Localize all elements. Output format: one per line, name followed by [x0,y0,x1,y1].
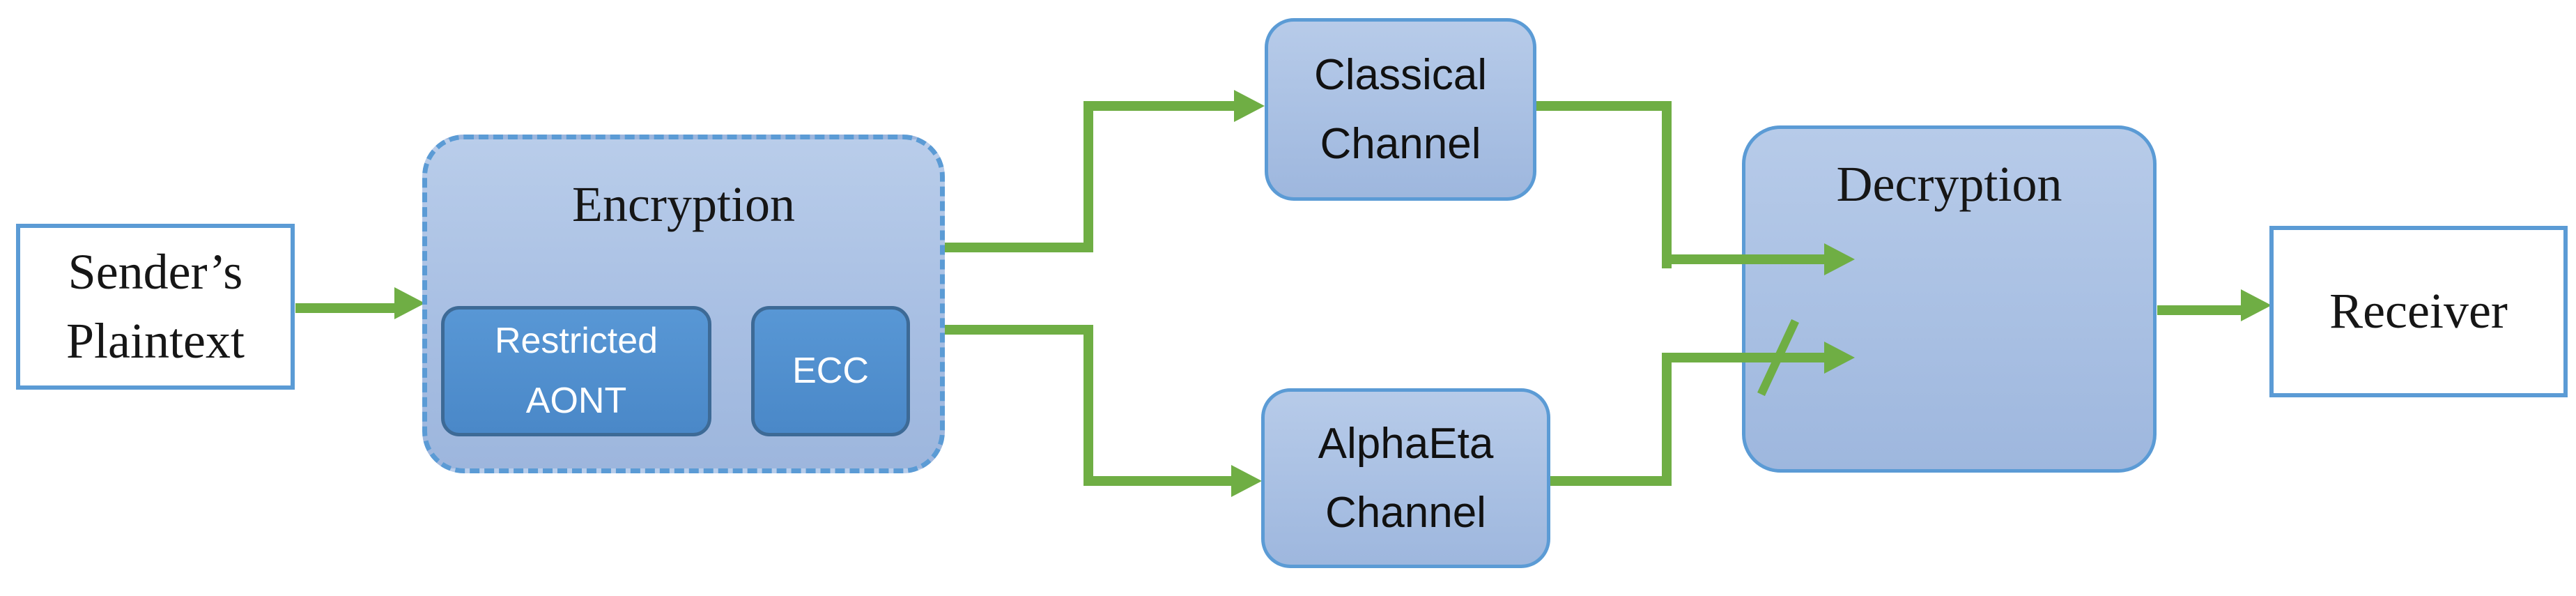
arrow-head-icon [1824,243,1855,275]
sender-plaintext-label: Sender’s Plaintext [66,243,245,369]
edge-encryption-to-classical [1083,101,1235,111]
edge-decryption-to-receiver [2157,305,2242,315]
edge-classical-to-decryption [1662,254,1826,264]
edge-encryption-to-alphaeta [1083,476,1233,486]
arrow-head-icon [394,287,425,319]
arrow-head-icon [1234,90,1265,122]
decryption-title: Decryption [1836,156,2062,212]
receiver-label: Receiver [2329,283,2508,339]
edge-alphaeta-to-decryption [1662,353,1826,362]
arrow-head-icon [1231,465,1262,497]
ecc-label: ECC [792,350,869,391]
edge-encryption-to-alphaeta [945,325,1093,335]
edge-classical-to-decryption [1662,101,1672,268]
edge-encryption-to-alphaeta [1083,325,1093,486]
alphaeta-channel-node: AlphaEta Channel [1261,388,1550,568]
edge-encryption-to-classical [945,243,1093,252]
encryption-node: Encryption Restricted AONT ECC [422,135,945,473]
decryption-node: Decryption [1742,125,2157,473]
sender-plaintext-node: Sender’s Plaintext [16,224,295,390]
edge-classical-to-decryption [1536,101,1672,111]
restricted-aont-label: Restricted AONT [494,320,658,421]
restricted-aont-node: Restricted AONT [441,306,711,436]
receiver-node: Receiver [2269,226,2568,397]
classical-channel-label: Classical Channel [1313,50,1488,168]
arrow-head-icon [1824,342,1855,374]
edge-alphaeta-to-decryption [1662,353,1672,486]
edge-sender-to-encryption [295,303,396,313]
edge-alphaeta-to-decryption [1550,476,1672,486]
edge-encryption-to-classical [1083,101,1093,252]
classical-channel-node: Classical Channel [1265,18,1536,201]
ecc-node: ECC [751,306,910,436]
arrow-head-icon [2241,289,2272,321]
alphaeta-channel-label: AlphaEta Channel [1318,419,1494,537]
encryption-title: Encryption [572,176,795,232]
